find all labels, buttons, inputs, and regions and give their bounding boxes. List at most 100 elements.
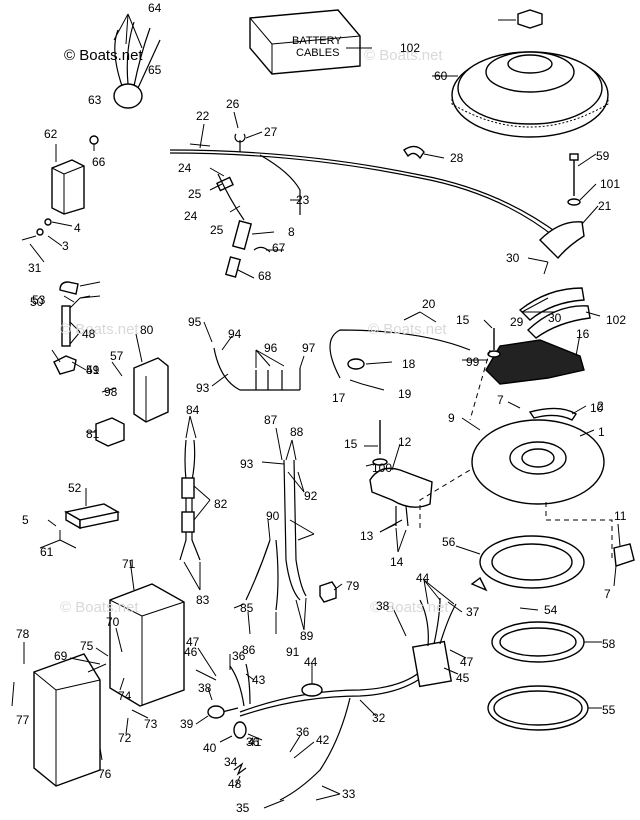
callout-79: 79	[346, 579, 360, 593]
callout-84: 84	[186, 403, 200, 417]
callout-68: 68	[258, 269, 272, 283]
wires-84	[179, 439, 201, 561]
callout-17: 17	[332, 391, 346, 405]
callout-47: 47	[186, 635, 200, 649]
callout-1: 1	[598, 425, 605, 439]
callout-26: 26	[226, 97, 240, 111]
callout-7: 7	[497, 393, 504, 407]
callout-73: 73	[144, 717, 158, 731]
alignment-dash-2	[545, 502, 613, 560]
timer-base	[471, 407, 605, 505]
callout-38: 38	[198, 681, 212, 695]
callout-78: 78	[16, 627, 30, 641]
alignment-dash-3	[469, 349, 491, 421]
callout-54: 54	[544, 603, 558, 617]
parts-50-54	[53, 281, 79, 375]
callout-16: 16	[576, 327, 590, 341]
callout-48: 48	[228, 777, 242, 791]
callout-44: 44	[416, 571, 430, 585]
wires-96	[213, 347, 301, 391]
callout-70: 70	[106, 615, 120, 629]
part-81	[319, 581, 337, 603]
callout-4: 4	[74, 221, 81, 235]
callout-49: 49	[86, 363, 100, 377]
callout-99: 99	[466, 355, 480, 369]
flywheel-nut	[517, 9, 543, 29]
callout-45: 45	[456, 671, 470, 685]
callout-18: 18	[402, 357, 416, 371]
callout-labels: 1234577891011121314151516171819202122232…	[16, 1, 627, 815]
callout-33: 33	[342, 787, 356, 801]
callout-86: 86	[242, 643, 256, 657]
callout-50: 50	[30, 295, 44, 309]
callout-102: 102	[400, 41, 420, 55]
callout-20: 20	[422, 297, 436, 311]
callout-57: 57	[110, 349, 124, 363]
callout-72: 72	[118, 731, 132, 745]
callout-24: 24	[178, 161, 192, 175]
cover-78	[33, 653, 101, 787]
part-43	[233, 721, 247, 739]
callout-36: 36	[296, 725, 310, 739]
wires-87	[283, 459, 307, 601]
callout-77: 77	[16, 713, 30, 727]
part-64-rectifier	[21, 135, 99, 241]
callout-67: 67	[272, 241, 286, 255]
callout-2: 2	[597, 399, 604, 413]
callout-102: 102	[606, 313, 626, 327]
callout-19: 19	[398, 387, 412, 401]
wires-88-89	[245, 539, 279, 611]
callout-85: 85	[240, 601, 254, 615]
callout-83: 83	[196, 593, 210, 607]
callout-31: 31	[28, 261, 42, 275]
callout-97: 97	[302, 341, 316, 355]
callout-90: 90	[266, 509, 280, 523]
coil-12	[369, 420, 433, 527]
callout-93: 93	[240, 457, 254, 471]
stator-16	[485, 328, 585, 385]
parts-61-21	[539, 153, 585, 260]
callout-74: 74	[118, 689, 132, 703]
callout-43: 43	[252, 673, 266, 687]
callout-63: 63	[88, 93, 102, 107]
wire-20	[329, 329, 471, 379]
callout-9: 9	[448, 411, 455, 425]
part-82	[133, 357, 169, 423]
callout-75: 75	[80, 639, 94, 653]
callout-32: 32	[372, 711, 386, 725]
callout-82: 82	[214, 497, 228, 511]
part-83	[95, 417, 125, 447]
callout-24: 24	[184, 209, 198, 223]
callout-93: 93	[196, 381, 210, 395]
callout-30: 30	[506, 251, 520, 265]
clamp-29	[403, 145, 425, 160]
callout-10: 10	[590, 401, 604, 415]
callout-55: 55	[602, 703, 616, 717]
callout-62: 62	[44, 127, 58, 141]
callout-22: 22	[196, 109, 210, 123]
callout-38: 38	[376, 599, 390, 613]
callout-95: 95	[188, 315, 202, 329]
callout-81: 81	[86, 427, 100, 441]
callout-8: 8	[288, 225, 295, 239]
callout-80: 80	[140, 323, 154, 337]
callout-30: 30	[548, 311, 562, 325]
callout-46: 46	[184, 645, 198, 659]
callout-59: 59	[596, 149, 610, 163]
parts-8-70	[224, 220, 271, 278]
callout-100: 100	[372, 461, 392, 475]
callout-27: 27	[264, 125, 278, 139]
callout-87: 87	[264, 413, 278, 427]
callout-39: 39	[180, 717, 194, 731]
watermark-faint-mid: © Boats.net	[368, 321, 447, 338]
callout-25: 25	[210, 223, 224, 237]
callout-37: 37	[466, 605, 480, 619]
callout-92: 92	[304, 489, 318, 503]
callout-3: 3	[62, 239, 69, 253]
callout-101: 101	[600, 177, 620, 191]
callout-98: 98	[104, 385, 118, 399]
callout-23: 23	[296, 193, 310, 207]
battery-cables-box: BATTERY CABLES	[249, 9, 361, 75]
wire-harness-28	[169, 133, 561, 239]
